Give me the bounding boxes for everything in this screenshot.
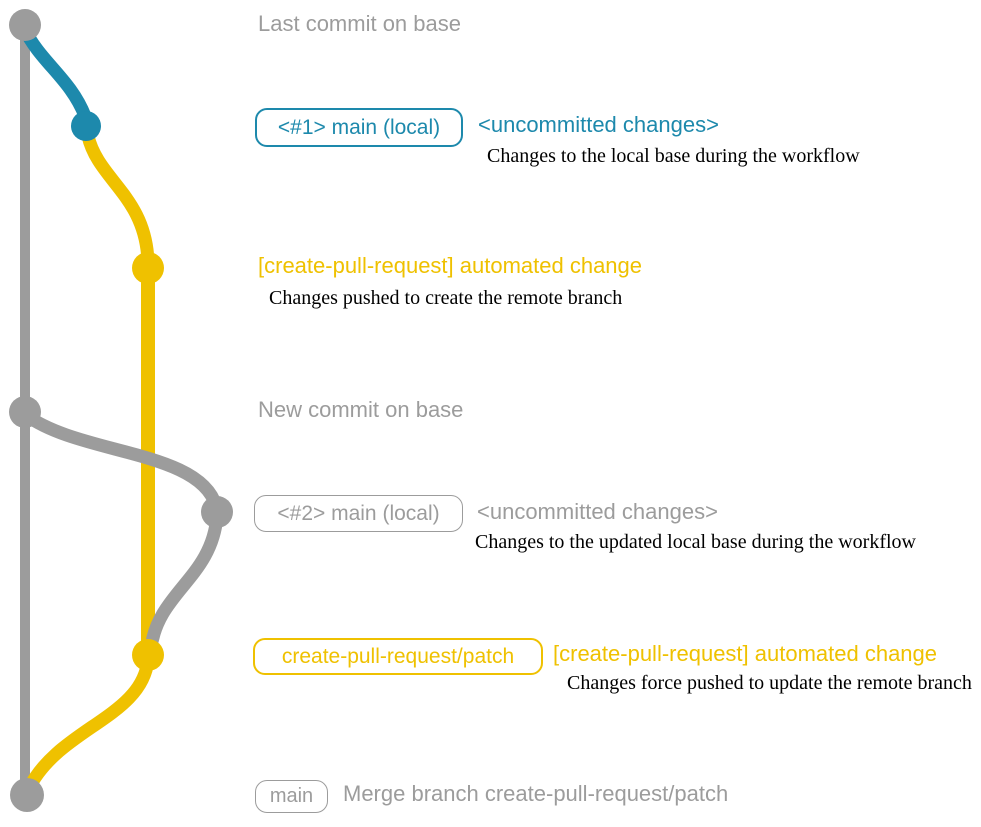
commit-dot-automated-1 (132, 252, 164, 284)
merge-commit-message: Merge branch create-pull-request/patch (343, 781, 729, 806)
description-automated-change-2: Changes force pushed to update the remot… (567, 672, 972, 694)
commit-dot-uncommitted-2 (201, 496, 233, 528)
badge-main: main (255, 780, 328, 813)
annotation-new-commit-on-base: New commit on base (258, 397, 464, 422)
heading-automated-change-2: [create-pull-request] automated change (553, 641, 938, 666)
badge-main-local-1: <#1> main (local) (255, 108, 463, 147)
heading-automated-change-1: [create-pull-request] automated change (258, 253, 643, 278)
commit-dot-uncommitted-1 (71, 111, 101, 141)
badge-patch-branch: create-pull-request/patch (253, 638, 543, 675)
branch-line-uncommitted-1 (17, 21, 92, 123)
heading-uncommitted-changes-1: <uncommitted changes> (478, 112, 719, 137)
description-uncommitted-changes-1: Changes to the local base during the wor… (487, 145, 860, 167)
merge-line-patch-to-main (21, 653, 155, 797)
description-uncommitted-changes-2: Changes to the updated local base during… (475, 531, 916, 553)
badge-patch-branch-label: create-pull-request/patch (281, 644, 515, 668)
annotation-last-commit-on-base: Last commit on base (258, 11, 461, 36)
branch-line-to-patch (81, 129, 155, 269)
heading-uncommitted-changes-2: <uncommitted changes> (477, 499, 718, 524)
commit-dot-automated-2 (132, 639, 164, 671)
branch-line-uncommitted-2-in (144, 509, 224, 655)
branch-line-uncommitted-2-out (19, 408, 223, 513)
commit-dot-last-base (9, 9, 41, 41)
badge-main-local-2-label: <#2> main (local) (277, 501, 440, 525)
commit-dot-new-base (9, 396, 41, 428)
commit-dot-merge (10, 778, 44, 812)
badge-main-local-2: <#2> main (local) (254, 495, 463, 532)
badge-main-local-1-label: <#1> main (local) (277, 115, 441, 139)
description-automated-change-1: Changes pushed to create the remote bran… (269, 287, 623, 309)
badge-main-label: main (269, 785, 314, 807)
git-graph (9, 9, 233, 812)
